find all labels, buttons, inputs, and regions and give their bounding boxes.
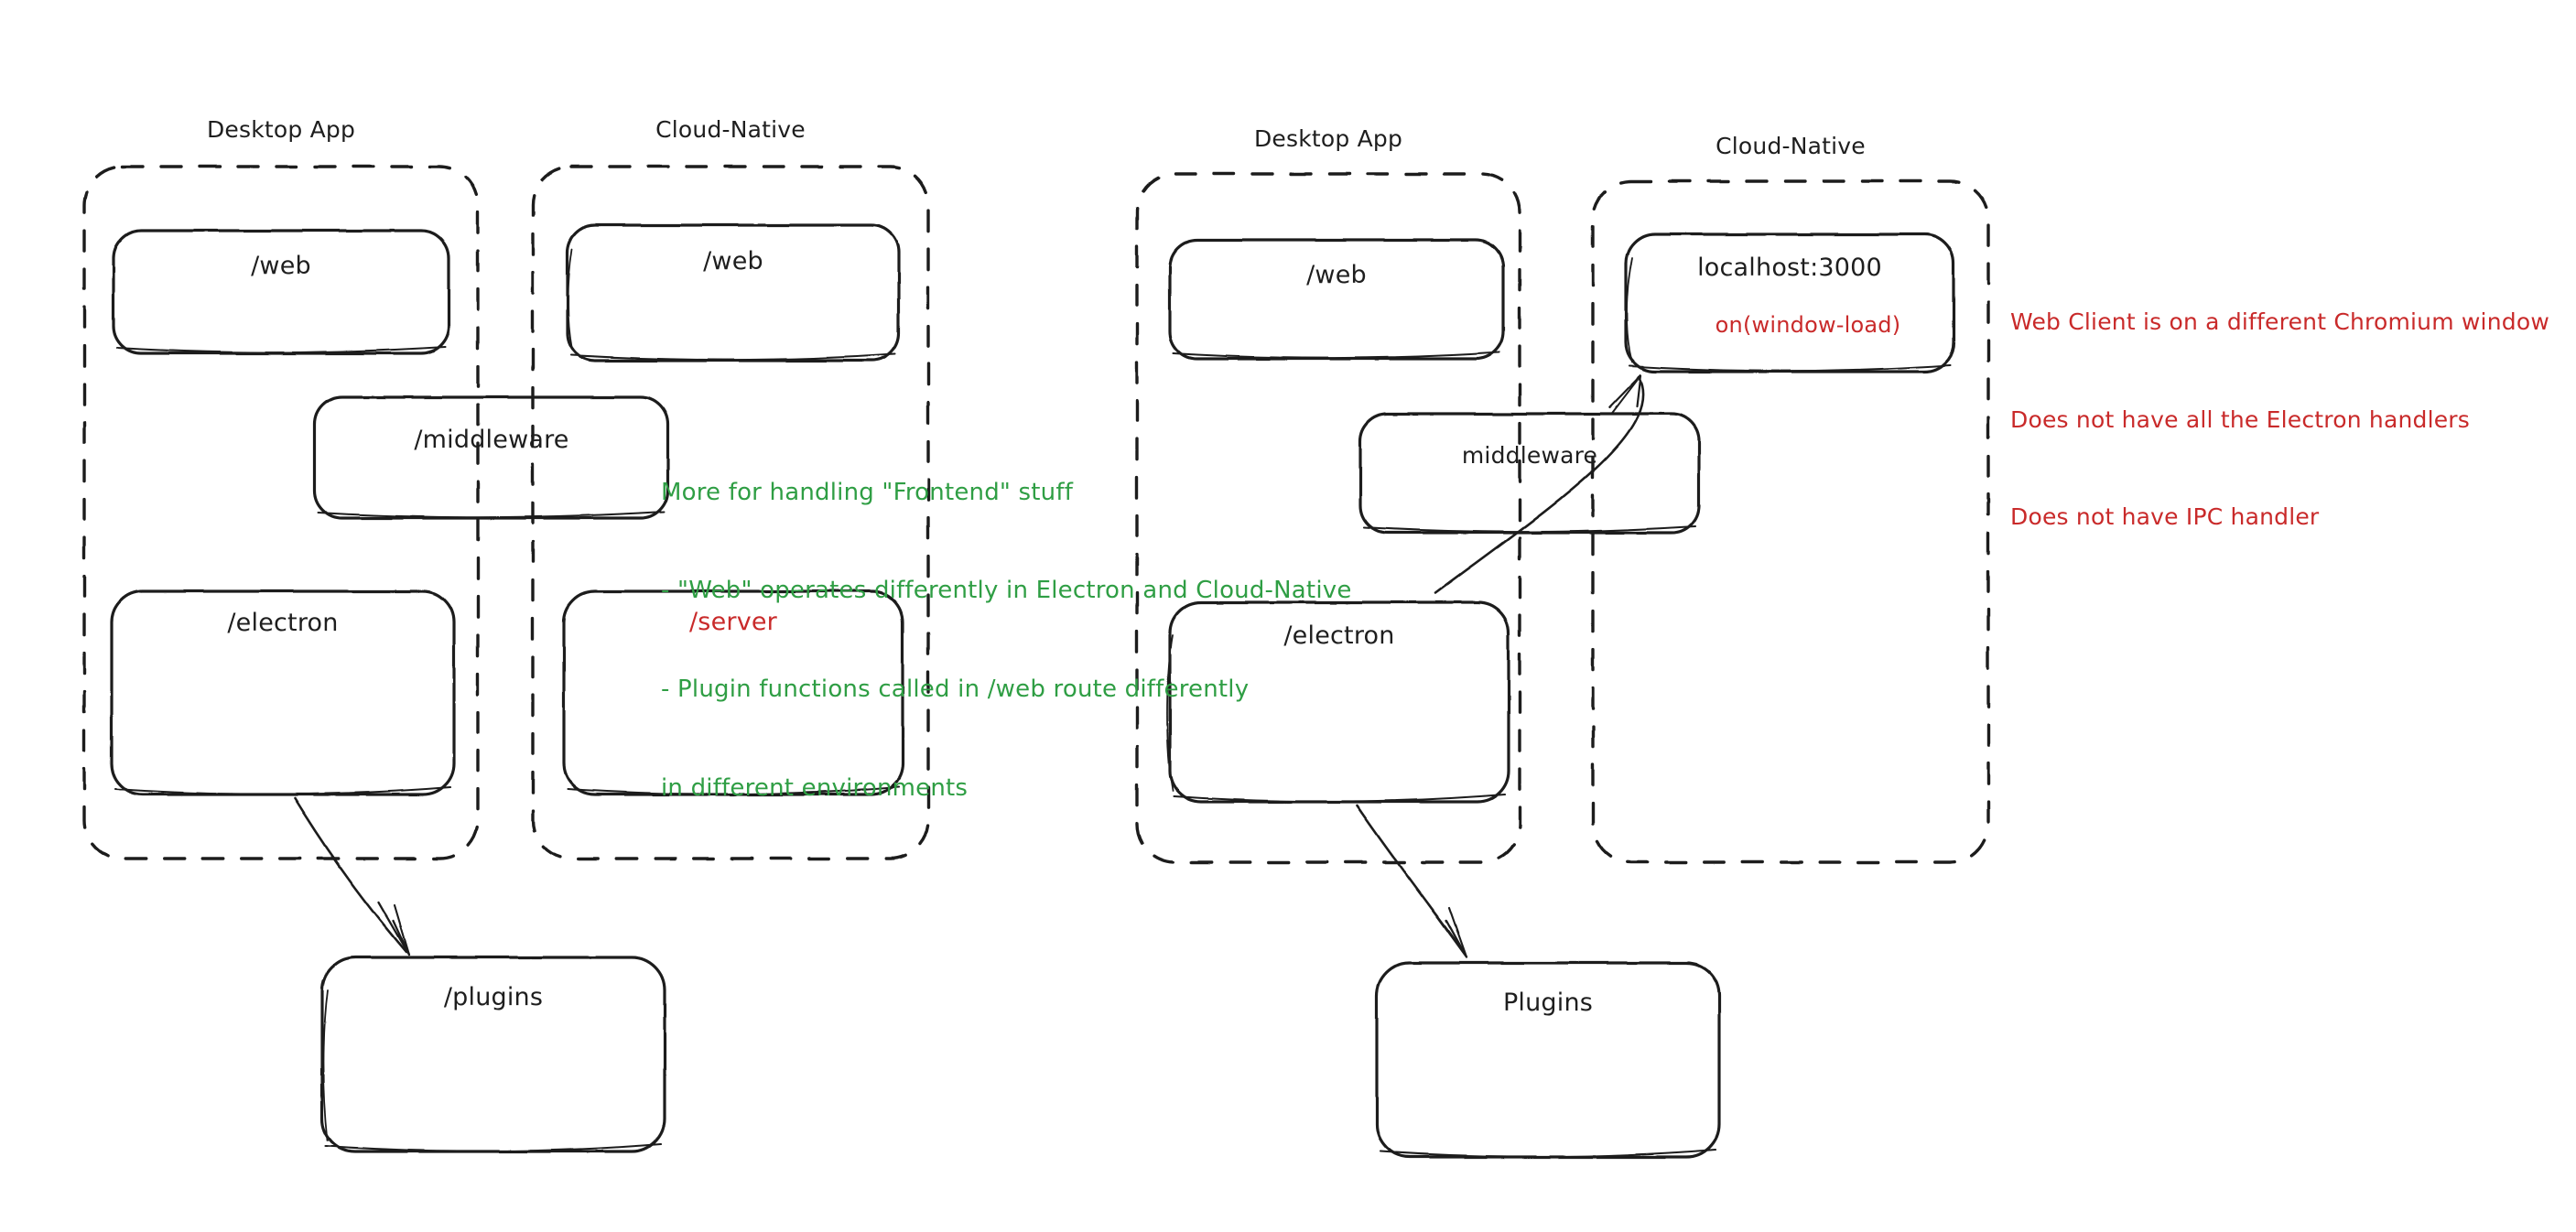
- node-label-left-desktop-electron[interactable]: /electron: [227, 609, 339, 637]
- annotation-green-line-1: More for handling "Frontend" stuff: [661, 478, 1074, 506]
- annotation-green-line-3: - Plugin functions called in /web route …: [661, 675, 1250, 703]
- node-label-left-desktop-web[interactable]: /web: [251, 252, 311, 280]
- node-sublabel-right-localhost-on-window-load: on(window-load): [1715, 312, 1901, 338]
- annotation-red-line-1: Web Client is on a different Chromium wi…: [2010, 308, 2549, 335]
- annotation-green-note: More for handling "Frontend" stuff - "We…: [661, 411, 1384, 870]
- node-label-right-desktop-web[interactable]: /web: [1306, 261, 1367, 289]
- node-label-right-plugins[interactable]: Plugins: [1502, 989, 1594, 1017]
- annotation-green-line-2: - "Web" operates differently in Electron…: [661, 577, 1352, 605]
- group-label-left-desktop-app: Desktop App: [206, 116, 356, 143]
- group-label-right-cloud-native: Cloud-Native: [1716, 133, 1866, 159]
- node-label-right-desktop-electron[interactable]: /electron: [1283, 621, 1395, 650]
- annotation-green-line-4: in different environments: [661, 773, 969, 802]
- arrow-right-electron-localhost: [1434, 375, 1644, 595]
- node-label-left-middleware[interactable]: /middleware: [414, 426, 569, 454]
- annotation-red-line-2: Does not have all the Electron handlers: [2010, 405, 2471, 433]
- annotation-red-note: Web Client is on a different Chromium wi…: [2010, 241, 2560, 599]
- node-label-left-cloud-web[interactable]: /web: [703, 247, 763, 276]
- arrow-left-electron-plugins: [293, 796, 408, 954]
- node-label-left-plugins[interactable]: /plugins: [443, 983, 544, 1011]
- annotation-red-line-3: Does not have IPC handler: [2010, 503, 2320, 530]
- node-label-right-localhost[interactable]: localhost:3000: [1697, 254, 1882, 282]
- group-label-right-desktop-app: Desktop App: [1253, 125, 1403, 152]
- node-label-left-cloud-server[interactable]: /server: [689, 608, 777, 636]
- node-label-right-middleware[interactable]: middleware: [1461, 442, 1598, 469]
- group-label-left-cloud-native: Cloud-Native: [655, 116, 806, 143]
